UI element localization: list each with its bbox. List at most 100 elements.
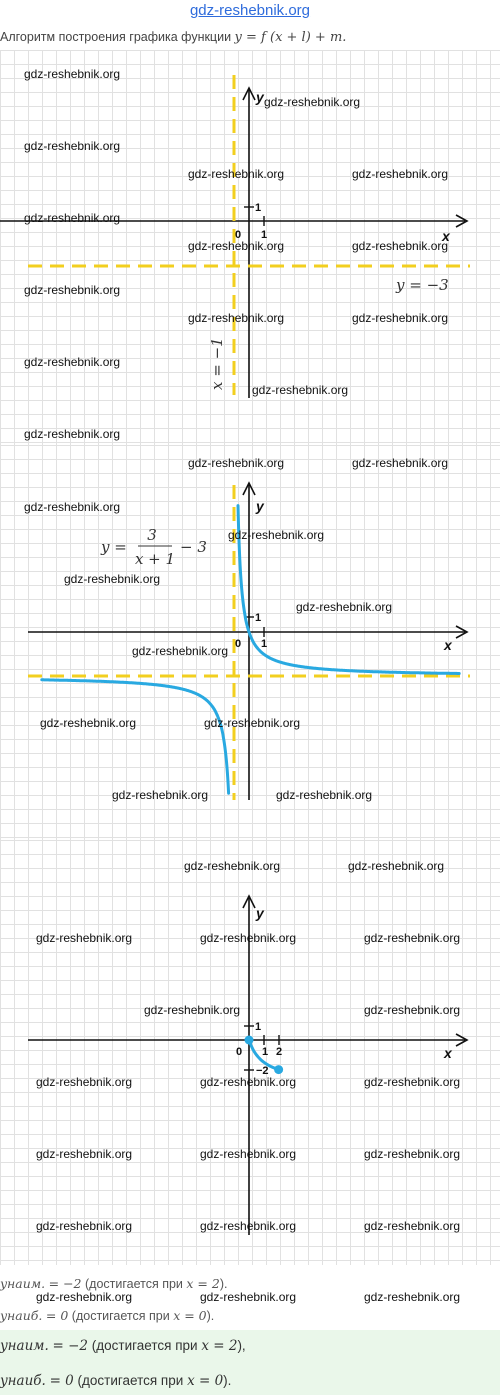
watermark: gdz-reshebnik.org — [184, 859, 280, 873]
intro-formula: y = f (x + l) + m. — [234, 30, 347, 45]
watermark: gdz-reshebnik.org — [352, 167, 448, 181]
origin-label: 0 — [236, 1046, 242, 1058]
watermark: gdz-reshebnik.org — [36, 1147, 132, 1161]
watermark: gdz-reshebnik.org — [200, 1290, 297, 1304]
watermark: gdz-reshebnik.org — [188, 167, 284, 181]
tick-x1-label: 1 — [262, 1046, 268, 1058]
y-axis-label: y — [255, 498, 265, 514]
watermark: gdz-reshebnik.org — [64, 572, 160, 586]
x-axis-arrow — [455, 214, 469, 228]
watermark: gdz-reshebnik.org — [296, 600, 392, 614]
watermark: gdz-reshebnik.org — [24, 67, 120, 81]
intro-text: Алгоритм построения графика функции y = … — [0, 30, 346, 45]
watermark: gdz-reshebnik.org — [352, 456, 448, 470]
watermark: gdz-reshebnik.org — [132, 644, 228, 658]
watermark: gdz-reshebnik.org — [24, 139, 120, 153]
hyperbola-right-branch — [236, 504, 461, 675]
max-close: ). — [206, 1309, 215, 1323]
max-close: ). — [223, 1373, 232, 1388]
answer-box — [0, 1330, 500, 1395]
y-axis-label: y — [255, 89, 265, 105]
watermark: gdz-reshebnik.org — [36, 1075, 132, 1089]
x-axis-label: x — [441, 228, 451, 244]
result-max-line: yнаиб. = 0 (достигается при x = 0). — [0, 1308, 214, 1323]
watermark: gdz-reshebnik.org — [112, 788, 208, 802]
asymptote-horizontal-label: y = −3 — [395, 276, 449, 294]
origin-label: 0 — [235, 229, 241, 241]
max-formula: = 0 — [45, 1308, 69, 1323]
graph-2-canvas: x y 0 1 1 y = 3 x + 1 − 3 gdz-reshebnik.… — [24, 456, 470, 802]
watermark: gdz-reshebnik.org — [36, 931, 132, 945]
answer-max-line: yнаиб. = 0 (достигается при x = 0). — [0, 1373, 231, 1389]
tick-y-label: 1 — [255, 202, 261, 214]
watermark: gdz-reshebnik.org — [200, 1075, 296, 1089]
max-label: yнаиб. — [0, 1373, 46, 1389]
watermark: gdz-reshebnik.org — [188, 311, 284, 325]
watermark: gdz-reshebnik.org — [252, 383, 348, 397]
x-axis-label: x — [443, 637, 453, 653]
tick-y1-label: 1 — [255, 1021, 261, 1033]
function-formula: y = 3 x + 1 − 3 — [100, 526, 207, 568]
formula-numerator: 3 — [147, 526, 157, 544]
watermark: gdz-reshebnik.org — [352, 311, 448, 325]
min-note: (достигается при — [91, 1338, 198, 1353]
formula-rhs: − 3 — [180, 538, 207, 556]
max-formula: = 0 — [49, 1373, 74, 1389]
max-note: (достигается при — [77, 1373, 184, 1388]
watermark: gdz-reshebnik.org — [364, 931, 460, 945]
watermark: gdz-reshebnik.org — [188, 456, 284, 470]
formula-lhs: y = — [100, 538, 127, 556]
y-axis-label: y — [255, 905, 265, 921]
graph-1-canvas: x y 0 1 1 y = −3 x = −1 gdz-reshebnik.or… — [0, 67, 470, 441]
watermark: gdz-reshebnik.org — [352, 239, 448, 253]
graph-2-panel: x y 0 1 1 y = 3 x + 1 − 3 gdz-reshebnik.… — [0, 445, 500, 840]
watermark: gdz-reshebnik.org — [144, 1003, 240, 1017]
asymptote-vertical-label: x = −1 — [208, 337, 226, 390]
min-at: x = 2 — [201, 1338, 238, 1354]
tick-y2-label: −2 — [256, 1065, 269, 1077]
watermark: gdz-reshebnik.org — [24, 427, 120, 441]
watermark: gdz-reshebnik.org — [24, 283, 120, 297]
watermark: gdz-reshebnik.org — [228, 528, 324, 542]
tick-x-label: 1 — [261, 638, 267, 650]
watermark: gdz-reshebnik.org — [364, 1075, 460, 1089]
max-note: (достигается при — [71, 1309, 170, 1323]
min-label: yнаим. — [0, 1338, 49, 1354]
tick-x-label: 1 — [261, 229, 267, 241]
x-axis-arrow — [455, 625, 469, 639]
watermark: gdz-reshebnik.org — [348, 859, 444, 873]
min-close: ). — [219, 1277, 228, 1291]
watermark: gdz-reshebnik.org — [364, 1290, 461, 1304]
formula-denominator: x + 1 — [135, 550, 175, 568]
max-at: x = 0 — [173, 1308, 207, 1323]
y-axis-arrow — [242, 894, 256, 909]
graph-3-panel: x y 0 1 2 1 −2 gdz-reshebnik.org gdz-res… — [0, 840, 500, 1265]
graph-3-canvas: x y 0 1 2 1 −2 gdz-reshebnik.org gdz-res… — [28, 859, 469, 1235]
endpoint-start — [244, 1035, 254, 1045]
endpoint-end — [274, 1065, 284, 1075]
max-at: x = 0 — [187, 1373, 224, 1389]
watermark: gdz-reshebnik.org — [364, 1147, 460, 1161]
min-formula: = −2 — [52, 1338, 89, 1354]
watermark: gdz-reshebnik.org — [36, 1290, 133, 1304]
min-formula: = −2 — [48, 1276, 82, 1291]
max-label: yнаиб. — [0, 1308, 43, 1323]
function-segment — [247, 1038, 281, 1072]
watermark: gdz-reshebnik.org — [24, 211, 120, 225]
origin-label: 0 — [235, 638, 241, 650]
site-link[interactable]: gdz-reshebnik.org — [189, 2, 311, 19]
watermark: gdz-reshebnik.org — [200, 931, 296, 945]
graph-1-panel: x y 0 1 1 y = −3 x = −1 gdz-reshebnik.or… — [0, 50, 500, 445]
hyperbola-left-branch — [40, 678, 231, 795]
tick-y-label: 1 — [255, 612, 261, 624]
answer-min-line: yнаим. = −2 (достигается при x = 2), — [0, 1338, 246, 1354]
result-min-line: yнаим. = −2 (достигается при x = 2). — [0, 1276, 227, 1291]
watermark: gdz-reshebnik.org — [200, 1219, 296, 1233]
min-close: ), — [237, 1338, 246, 1353]
min-label: yнаим. — [0, 1276, 46, 1291]
watermark: gdz-reshebnik.org — [40, 716, 136, 730]
watermark: gdz-reshebnik.org — [204, 716, 300, 730]
x-axis-label: x — [443, 1045, 453, 1061]
intro-label: Алгоритм построения графика функции — [0, 30, 232, 44]
watermark: gdz-reshebnik.org — [200, 1147, 296, 1161]
